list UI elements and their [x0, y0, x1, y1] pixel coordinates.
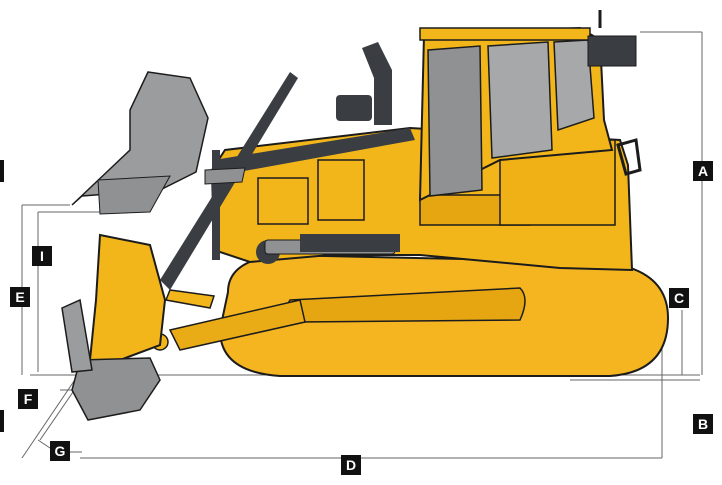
- dimension-label-g: G: [50, 441, 70, 461]
- dimension-label-i: I: [32, 246, 52, 266]
- exhaust-stack: [336, 42, 392, 125]
- edge-mark-left-bottom: [0, 410, 4, 432]
- dimension-label-c: C: [669, 288, 689, 308]
- blade-lowered: [61, 233, 167, 421]
- dimension-label-b: B: [693, 414, 713, 434]
- dimension-label-a: A: [693, 161, 713, 181]
- crawler-track: [168, 253, 670, 377]
- lift-arm: [151, 72, 298, 351]
- dimension-label-d: D: [341, 455, 361, 475]
- dimension-label-f: F: [18, 389, 38, 409]
- blade-raised: [71, 71, 209, 215]
- edge-mark-left-top: [0, 160, 4, 182]
- operator-cab: [418, 10, 642, 202]
- dimension-label-e: E: [10, 287, 30, 307]
